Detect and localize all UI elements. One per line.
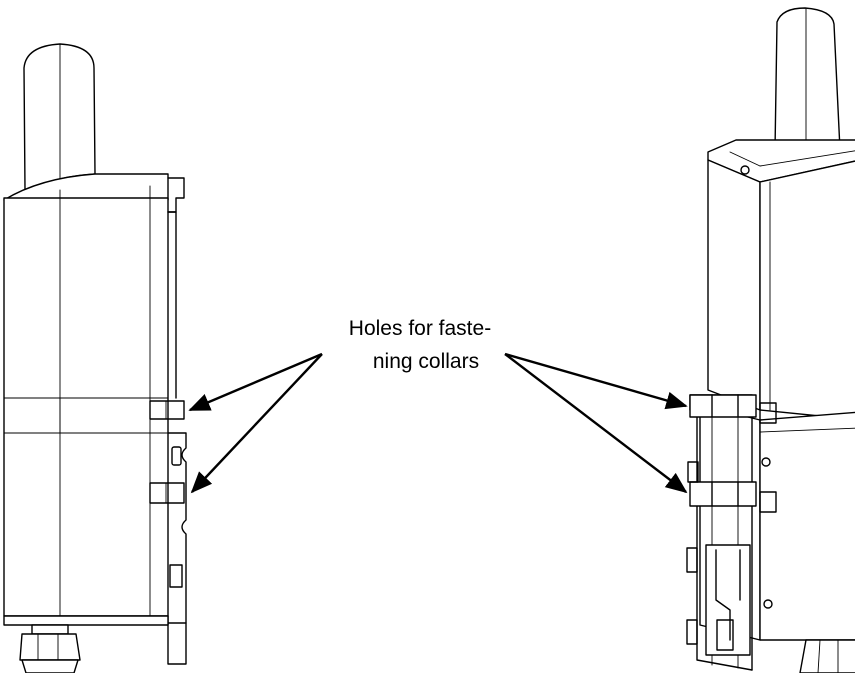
antenna-left [23, 43, 96, 191]
collar-hole-right-lower [687, 461, 777, 513]
callout-line-1: Holes for faste- [349, 317, 491, 340]
collar-hole-right-upper [689, 394, 777, 424]
device-side-view [3, 43, 187, 673]
cable-gland-left [19, 624, 81, 673]
device-perspective-view [686, 7, 855, 673]
mounting-rail-left [167, 211, 187, 665]
collar-hole-left-upper [149, 400, 185, 420]
collar-hole-left-lower [149, 482, 185, 504]
arrow-to-right-lower-hole [504, 353, 688, 494]
arrow-to-left-lower-hole [190, 353, 323, 494]
antenna-right [774, 7, 841, 151]
callout-arrows [188, 352, 688, 494]
device-body-left [3, 185, 169, 617]
cable-gland-right [799, 639, 855, 673]
callout-label: Holes for faste- ning collars [349, 317, 491, 373]
arrow-to-left-upper-hole [188, 352, 323, 412]
callout-line-2: ning collars [373, 350, 479, 373]
arrow-to-right-upper-hole [504, 352, 688, 410]
din-rail-clip [686, 544, 751, 656]
